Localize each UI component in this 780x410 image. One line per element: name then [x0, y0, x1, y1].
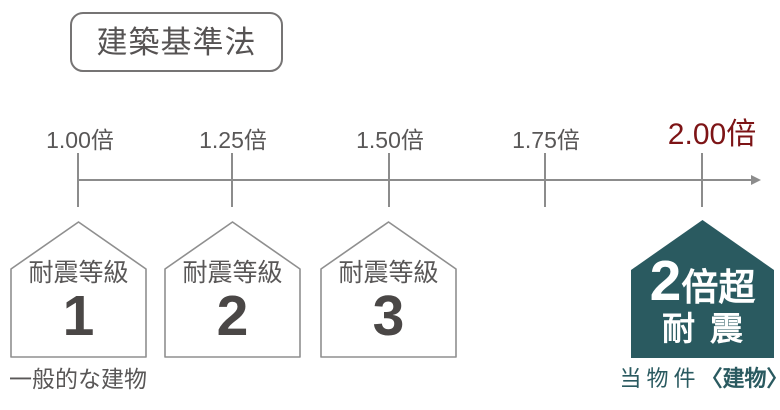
caption-this-property: 当物件〈建物〉: [619, 368, 780, 390]
house-3-title: 耐震等級: [338, 259, 439, 287]
house-filled-icon: [631, 220, 774, 358]
axis-tick-2: [231, 153, 233, 207]
house-grade-3: 耐震等級 3: [320, 221, 457, 358]
axis-tick-1: [77, 153, 79, 207]
house-grade-1: 耐震等級 1: [10, 221, 147, 358]
axis-label-1-25: 1.25倍: [199, 127, 267, 153]
axis-label-1-00: 1.00倍: [46, 127, 114, 153]
axis-tick-5: [701, 153, 703, 207]
feature-house-line1: 2倍超: [631, 253, 774, 310]
law-box-label: 建築基準法: [96, 24, 257, 60]
house-1-title: 耐震等級: [28, 259, 129, 287]
axis-line: [77, 179, 753, 181]
house-3-grade: 3: [372, 284, 405, 348]
caption-property-prefix: 当物件: [619, 366, 701, 391]
house-grade-2: 耐震等級 2: [164, 221, 301, 358]
house-outline-icon: [10, 221, 147, 358]
axis-label-2-00-highlight: 2.00倍: [667, 118, 757, 151]
feature-house-line2: 耐震: [662, 310, 758, 347]
house-feature-2x: 2倍超 耐震: [631, 220, 774, 358]
axis-label-1-75: 1.75倍: [512, 127, 580, 153]
axis-arrow-icon: [751, 175, 761, 185]
law-box: 建築基準法: [70, 12, 283, 72]
feature-house-suffix: 倍超: [681, 267, 756, 308]
feature-house-big-number: 2: [649, 249, 682, 313]
axis-label-1-50: 1.50倍: [356, 127, 424, 153]
house-2-grade: 2: [216, 284, 249, 348]
axis-tick-4: [544, 153, 546, 207]
house-1-grade: 1: [62, 284, 95, 348]
house-outline-icon: [164, 221, 301, 358]
house-outline-icon: [320, 221, 457, 358]
house-2-title: 耐震等級: [182, 259, 283, 287]
caption-property-emphasis: 〈建物〉: [700, 366, 780, 391]
caption-general-building: 一般的な建物: [9, 366, 147, 392]
axis-tick-3: [388, 153, 390, 207]
